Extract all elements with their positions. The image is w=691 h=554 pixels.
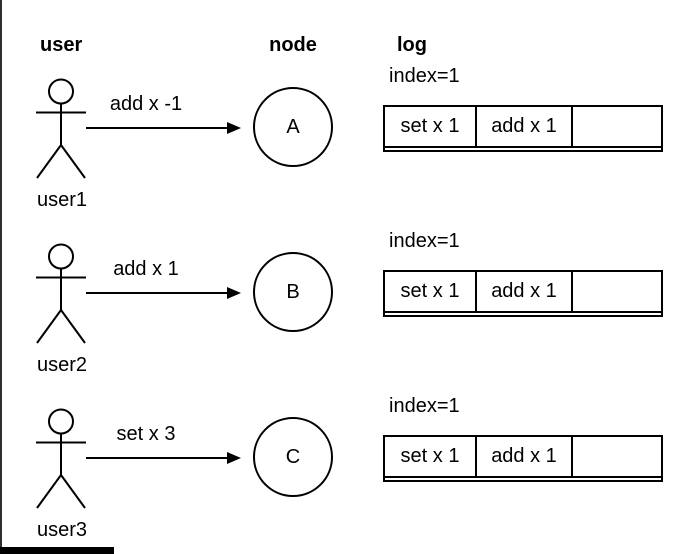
- log-index-label: index=1: [389, 65, 460, 87]
- log-cell: add x 1: [475, 105, 573, 148]
- arrow-right-icon: [86, 287, 241, 299]
- log-cell: set x 1: [383, 270, 477, 313]
- stick-figure-icon: [36, 78, 86, 179]
- actor-row: user1 add x -1 A index=1 set x 1 add x 1: [0, 0, 691, 212]
- arrow-right-icon: [86, 452, 241, 464]
- actor-row: user3 set x 3 C index=1 set x 1 add x 1: [0, 330, 691, 542]
- column-header-user: user: [40, 34, 83, 56]
- log-table: set x 1 add x 1: [383, 105, 663, 152]
- left-edge-line: [0, 0, 2, 554]
- log-cell: set x 1: [383, 435, 477, 478]
- log-index-label: index=1: [389, 395, 460, 417]
- column-header-node: node: [269, 34, 317, 56]
- message-label: add x 1: [113, 258, 179, 280]
- node-circle: C: [253, 417, 333, 497]
- user-label: user2: [37, 354, 88, 376]
- stick-figure-icon: [36, 408, 86, 509]
- bottom-left-bar: [0, 547, 114, 554]
- node-label: B: [286, 280, 300, 303]
- actor-row: user2 add x 1 B index=1 set x 1 add x 1: [0, 165, 691, 377]
- node-label: C: [285, 445, 301, 468]
- log-cell: set x 1: [383, 105, 477, 148]
- stick-figure-icon: [36, 243, 86, 344]
- log-cell-empty: [571, 435, 663, 478]
- log-cell-empty: [571, 270, 663, 313]
- log-table: set x 1 add x 1: [383, 270, 663, 317]
- log-cell: add x 1: [475, 270, 573, 313]
- column-header-log: log: [397, 34, 427, 56]
- log-table: set x 1 add x 1: [383, 435, 663, 482]
- log-cell: add x 1: [475, 435, 573, 478]
- arrow-right-icon: [86, 122, 241, 134]
- log-index-label: index=1: [389, 230, 460, 252]
- log-cell-empty: [571, 105, 663, 148]
- message-label: add x -1: [109, 93, 183, 115]
- user-label: user3: [37, 519, 88, 541]
- user-label: user1: [37, 189, 88, 211]
- node-circle: B: [253, 252, 333, 332]
- node-label: A: [286, 115, 300, 138]
- message-label: set x 3: [116, 423, 176, 445]
- node-circle: A: [253, 87, 333, 167]
